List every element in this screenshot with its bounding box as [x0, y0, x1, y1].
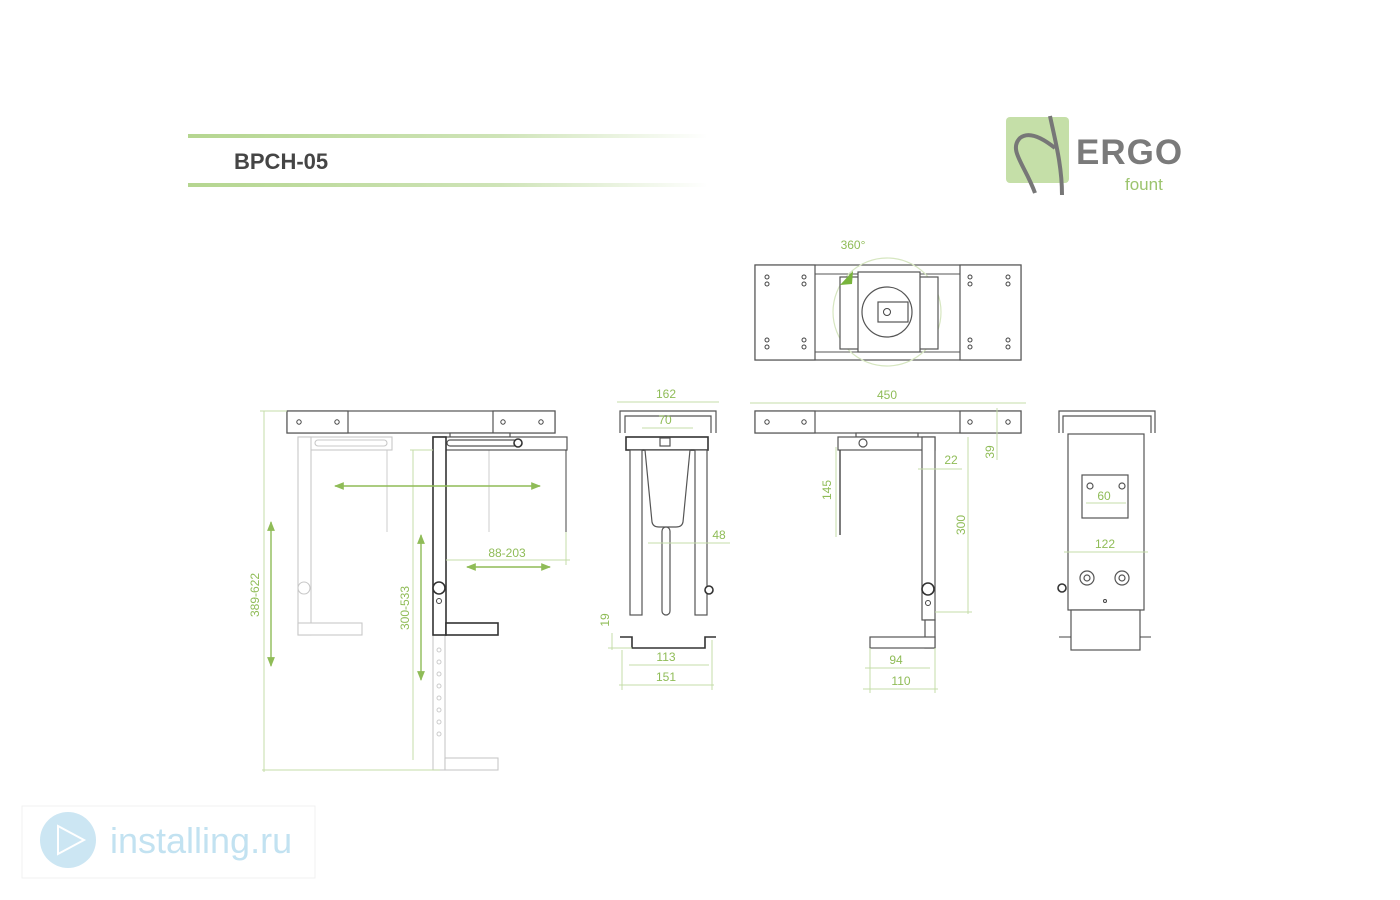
dim-side-height: 300: [954, 515, 968, 535]
dim-range-height-total: 389-622: [248, 573, 262, 617]
side-height-knob-icon: [921, 582, 935, 596]
dim-back-keyhole-spacing: 60: [1097, 489, 1111, 503]
lock-screw-icon: [513, 438, 523, 448]
dim-range-width: 88-203: [488, 546, 526, 560]
keyhole-icon: [1086, 482, 1094, 490]
dim-front-width-top: 162: [656, 387, 676, 401]
dim-side-length: 450: [877, 388, 897, 402]
dim-side-foot-inner: 94: [889, 653, 903, 667]
logo-brand: ERGO: [1076, 133, 1183, 172]
rotation-circle: [832, 257, 942, 367]
clamp-wedge: [644, 449, 691, 528]
dim-front-gap: 48: [712, 528, 726, 542]
logo-figure-icon: [1048, 115, 1064, 196]
height-knob-icon: [432, 581, 446, 595]
watermark: installing.ru: [21, 805, 316, 879]
rotation-label: 360°: [841, 238, 866, 252]
dim-side-drop: 145: [820, 480, 834, 500]
dim-front-clamp: 70: [658, 413, 672, 427]
top-view: 360°: [754, 238, 1022, 367]
dim-side-top-height: 39: [983, 445, 997, 459]
dim-side-foot-outer: 110: [891, 674, 910, 688]
side-view: 450 39 22 145 300 94 110: [750, 388, 1026, 693]
logo-sub: fount: [1125, 175, 1163, 194]
dim-front-lip: 19: [598, 613, 612, 627]
model-title: BPCH-05: [234, 149, 328, 174]
adjustment-view: 389-622 300-533 88-203: [248, 410, 570, 772]
title-bottom-rule: [188, 183, 708, 187]
watermark-text: installing.ru: [110, 820, 292, 861]
watermark-play-icon: [57, 824, 87, 856]
title-bar: BPCH-05: [188, 134, 708, 187]
dim-front-outer-bottom: 151: [656, 670, 676, 684]
back-knob-icon: [1057, 583, 1067, 593]
dim-front-inner-bottom: 113: [656, 650, 675, 664]
front-view: 162 70 48 19 113 151: [598, 387, 730, 690]
rotation-arrow-icon: [840, 271, 853, 285]
logo-figure-arm: [1013, 133, 1057, 194]
dim-range-height-inner: 300-533: [398, 586, 412, 630]
ergofount-logo: ERGO fount: [1006, 115, 1183, 196]
back-view: 60 122: [1057, 410, 1156, 651]
keyhole-icon: [1118, 482, 1126, 490]
side-knob-icon: [704, 585, 714, 595]
title-top-rule: [188, 134, 708, 138]
dim-side-arm-width: 22: [944, 453, 958, 467]
ghost-knob-icon: [297, 581, 311, 595]
dim-back-width: 122: [1095, 537, 1115, 551]
watermark-logo-icon: [40, 812, 96, 868]
